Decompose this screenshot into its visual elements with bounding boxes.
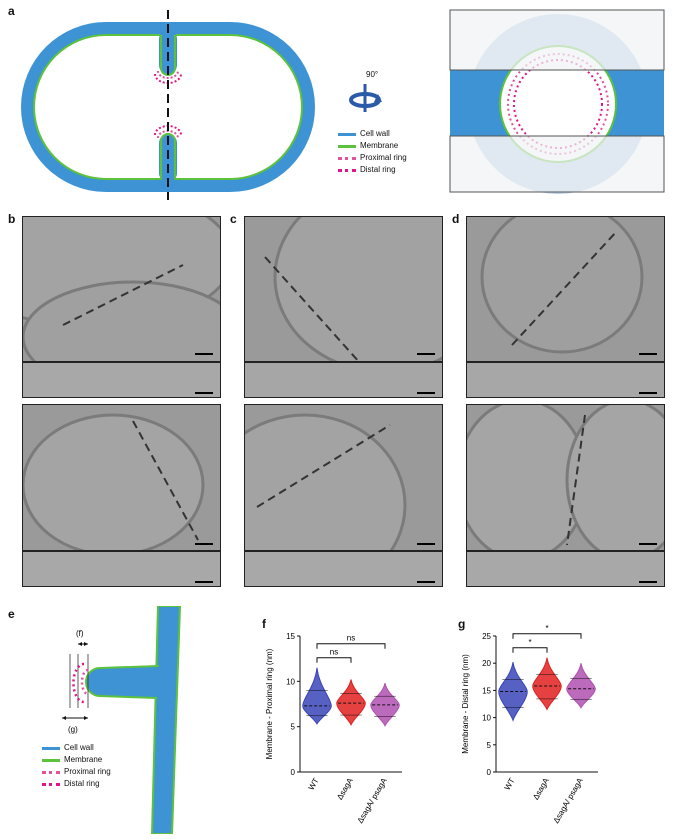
significance-bracket <box>512 633 582 639</box>
rotation-arrow-icon <box>349 84 382 112</box>
panel-e-septum-schematic: (f) (g) <box>62 606 182 834</box>
violin-2 <box>566 663 596 709</box>
y-tick-label: 20 <box>482 659 491 668</box>
significance-label: * <box>545 624 548 633</box>
y-axis-label: Membrane - Proximal ring (nm) <box>265 648 274 759</box>
panel-label-c: c <box>230 212 237 226</box>
panel-a-cell-schematic <box>21 10 315 200</box>
tomogram-b-bottom-detail <box>22 551 221 587</box>
y-tick-label: 15 <box>286 632 295 641</box>
tomogram-c-top <box>244 216 443 362</box>
proximal-ring-top <box>157 70 179 79</box>
y-tick-label: 0 <box>291 768 296 777</box>
scale-bar <box>195 392 213 394</box>
panel-label-a: a <box>8 4 15 18</box>
legend-item: Membrane <box>42 754 111 766</box>
legend-item: Distal ring <box>42 778 111 790</box>
significance-bracket <box>316 643 386 649</box>
panel-label-b: b <box>8 212 16 226</box>
x-tick-label: ΔsagA/ psagA <box>552 776 585 825</box>
legend-item: Proximal ring <box>338 152 407 164</box>
tomogram-d-bottom-detail <box>466 551 665 587</box>
x-tick-label: ΔsagA <box>335 776 355 801</box>
panel-label-e: e <box>8 607 15 621</box>
legend-item: Distal ring <box>338 164 407 176</box>
scale-bar <box>639 392 657 394</box>
panel-label-g: g <box>458 617 466 631</box>
significance-label: ns <box>330 648 338 657</box>
tomogram-d-top-detail <box>466 362 665 398</box>
tomogram-b-top-detail <box>22 362 221 398</box>
scale-bar <box>195 543 213 545</box>
x-tick-label: ΔsagA <box>531 776 551 801</box>
y-axis-label: Membrane - Distal ring (nm) <box>461 654 470 754</box>
x-tick-label: WT <box>503 776 517 791</box>
proximal-ring-arc <box>80 668 89 696</box>
significance-label: ns <box>347 634 355 643</box>
y-tick-label: 10 <box>286 677 295 686</box>
cell-interior <box>33 34 303 180</box>
significance-bracket <box>316 657 352 663</box>
significance-bracket <box>512 647 548 653</box>
panel-label-d: d <box>452 212 460 226</box>
tomogram-b-top <box>22 216 221 362</box>
scale-bar <box>195 581 213 583</box>
tomogram-d-top <box>466 216 665 362</box>
panel-a-cross-section <box>449 9 665 194</box>
y-tick-label: 15 <box>482 686 491 695</box>
x-tick-label: WT <box>307 776 321 791</box>
scale-bar <box>417 581 435 583</box>
rotation-angle-label: 90° <box>366 70 379 79</box>
scale-bar <box>195 353 213 355</box>
violin-1 <box>336 679 366 727</box>
panel-a-legend: Cell wall Membrane Proximal ring Distal … <box>338 128 407 176</box>
scale-bar <box>417 392 435 394</box>
violin-1 <box>532 657 562 711</box>
y-tick-label: 5 <box>487 741 492 750</box>
tomogram-d-bottom <box>466 404 665 551</box>
tomogram-c-bottom <box>244 404 443 551</box>
tomogram-b-bottom <box>22 404 221 551</box>
violin-0 <box>302 667 332 726</box>
y-tick-label: 0 <box>487 768 492 777</box>
tomogram-c-bottom-detail <box>244 551 443 587</box>
panel-e-legend: Cell wall Membrane Proximal ring Distal … <box>42 742 111 790</box>
distal-ring-circle <box>513 59 603 149</box>
label-g: (g) <box>68 725 78 734</box>
tomogram-c-top-detail <box>244 362 443 398</box>
significance-label: * <box>528 638 531 647</box>
y-tick-label: 25 <box>482 632 491 641</box>
legend-item: Membrane <box>338 140 407 152</box>
scale-bar <box>639 353 657 355</box>
scale-bar <box>417 353 435 355</box>
legend-item: Proximal ring <box>42 766 111 778</box>
panel-label-f: f <box>262 617 266 631</box>
y-tick-label: 5 <box>291 723 296 732</box>
x-tick-label: ΔsagA/ psagA <box>356 776 389 825</box>
scale-bar <box>639 543 657 545</box>
label-f: (f) <box>76 629 84 638</box>
legend-item: Cell wall <box>338 128 407 140</box>
y-tick-label: 10 <box>482 714 491 723</box>
scale-bar <box>417 543 435 545</box>
scale-bar <box>639 581 657 583</box>
legend-item: Cell wall <box>42 742 111 754</box>
